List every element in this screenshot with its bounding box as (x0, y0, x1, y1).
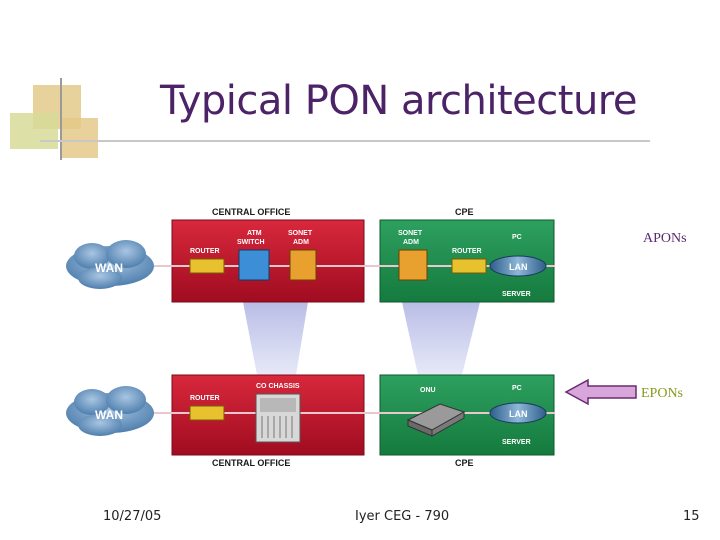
beam-right (402, 302, 480, 375)
pc-top-label: PC (512, 234, 522, 241)
router-top-label: ROUTER (190, 248, 220, 255)
sonet-adm-co-label-1: SONET (288, 230, 313, 237)
sonet-adm-cpe (398, 249, 428, 281)
wan-cloud-top (66, 240, 154, 289)
sonet-adm-cpe-label-2: ADM (403, 239, 419, 246)
decor-block-gold (60, 118, 98, 158)
bottom-central-office-label: CENTRAL OFFICE (212, 458, 290, 468)
router-cpe-top (451, 258, 487, 274)
decor-vline (60, 78, 62, 160)
atm-switch-label-2: SWITCH (237, 239, 265, 246)
router-bottom (189, 405, 225, 421)
decor-block-olive (10, 113, 58, 149)
pc-bottom-label: PC (512, 385, 522, 392)
bottom-cpe-label: CPE (455, 458, 474, 468)
server-bottom-label: SERVER (502, 439, 531, 446)
footer-date: 10/27/05 (103, 509, 162, 524)
co-chassis (255, 393, 301, 443)
onu-device (406, 403, 466, 437)
sonet-adm-co (289, 249, 317, 281)
atm-switch (238, 249, 270, 281)
atm-switch-label-1: ATM (247, 230, 262, 237)
footer-page-number: 15 (683, 509, 700, 524)
lan-top-ring (489, 255, 547, 277)
apons-label: APONs (643, 231, 687, 246)
sonet-adm-cpe-label-1: SONET (398, 230, 423, 237)
lan-top-label: LAN (509, 262, 528, 272)
title-rule (40, 140, 650, 142)
onu-label: ONU (420, 387, 436, 394)
co-chassis-label: CO CHASSIS (256, 383, 300, 390)
slide-title: Typical PON architecture (160, 78, 637, 124)
wan-cloud-bottom (66, 386, 154, 436)
wan-top-label: WAN (95, 261, 123, 275)
sonet-adm-co-label-2: ADM (293, 239, 309, 246)
epon-arrow (564, 378, 637, 406)
beam-left (243, 302, 308, 375)
lan-bottom-ring (489, 402, 547, 424)
top-central-office-label: CENTRAL OFFICE (212, 207, 290, 217)
router-top (189, 258, 225, 274)
server-top-label: SERVER (502, 291, 531, 298)
router-cpe-top-label: ROUTER (452, 248, 482, 255)
lan-bottom-label: LAN (509, 409, 528, 419)
footer-center: Iyer CEG - 790 (355, 509, 450, 524)
top-cpe-label: CPE (455, 207, 474, 217)
router-bottom-label: ROUTER (190, 395, 220, 402)
wan-bottom-label: WAN (95, 408, 123, 422)
epons-label: EPONs (641, 386, 684, 401)
